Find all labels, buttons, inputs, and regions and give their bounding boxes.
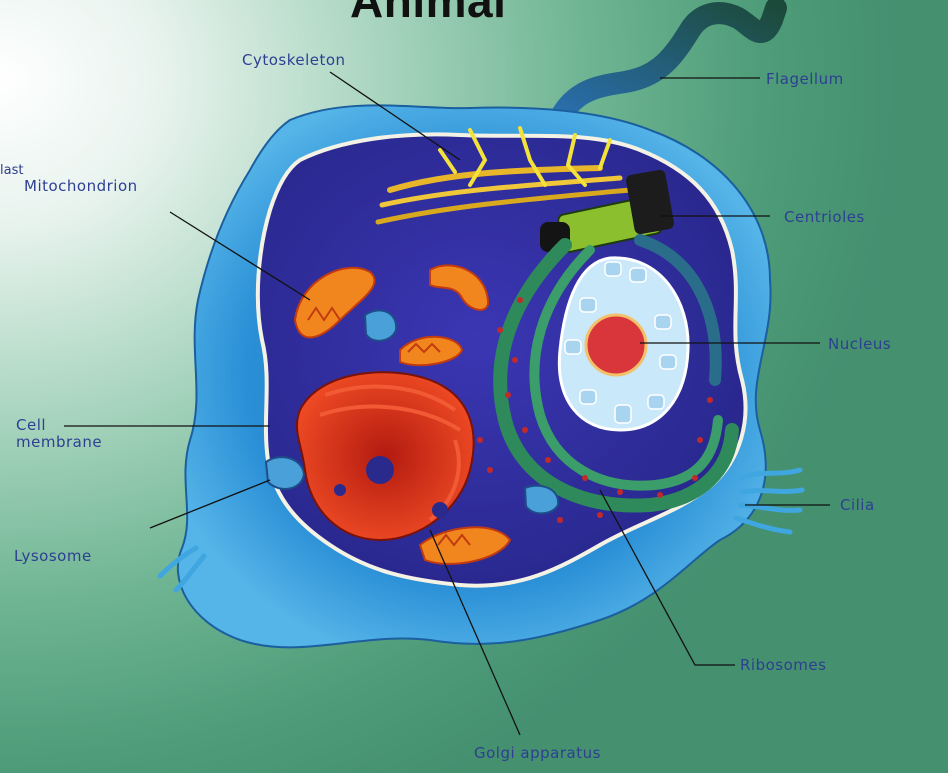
flagellum-shape	[560, 8, 776, 118]
label-cell-membrane: Cell membrane	[16, 417, 102, 451]
label-lysosome: Lysosome	[14, 548, 92, 565]
label-golgi-apparatus: Golgi apparatus	[474, 745, 601, 762]
label-mitochondrion: Mitochondrion	[24, 178, 138, 195]
label-cilia: Cilia	[840, 497, 875, 514]
label-centrioles: Centrioles	[784, 209, 865, 226]
label-nucleus: Nucleus	[828, 336, 891, 353]
label-cell-membrane-line2: membrane	[16, 434, 102, 451]
label-cytoskeleton: Cytoskeleton	[242, 52, 346, 69]
label-flagellum: Flagellum	[766, 71, 844, 88]
label-cell-membrane-line1: Cell	[16, 416, 46, 434]
nucleus-shape	[559, 258, 688, 430]
label-ribosomes: Ribosomes	[740, 657, 826, 674]
